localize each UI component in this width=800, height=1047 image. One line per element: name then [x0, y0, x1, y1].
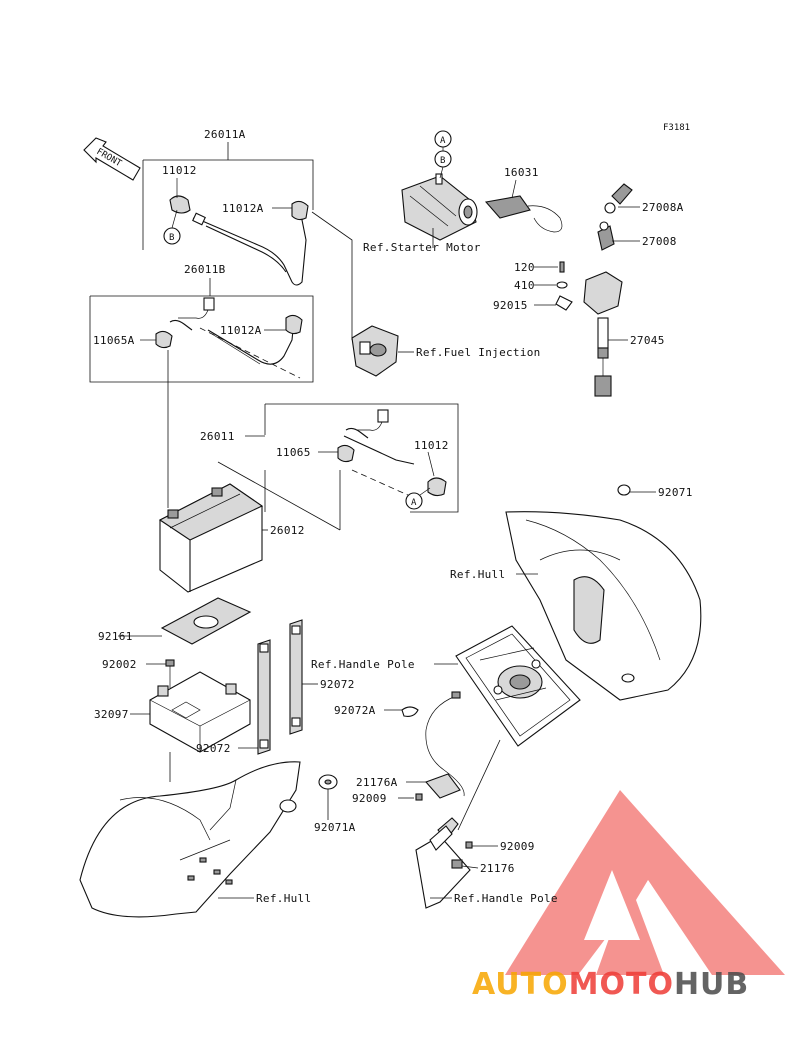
svg-text:A: A [411, 498, 417, 508]
callout-b-left: B [163, 227, 181, 245]
svg-text:B: B [440, 156, 445, 166]
figure-code: F3181 [663, 123, 690, 133]
label-92009-right: 92009 [500, 840, 535, 853]
watermark-part-moto: MOTO [569, 967, 674, 1002]
switch-27045 [555, 271, 623, 397]
label-92161: 92161 [98, 630, 133, 643]
hull-right [505, 484, 702, 701]
battery-cover-92161 [160, 597, 252, 645]
terminal-cap-11012-top [169, 195, 191, 214]
svg-text:A: A [440, 136, 446, 146]
label-11012A-top: 11012A [222, 202, 264, 215]
battery-26012 [158, 483, 264, 593]
label-21176A: 21176A [356, 776, 398, 789]
battery-tray-32097 [149, 671, 251, 753]
label-27008A: 27008A [642, 201, 684, 214]
label-26011: 26011 [200, 430, 235, 443]
cable-clamp-92072A [401, 706, 419, 717]
harness-26011A-group [142, 142, 314, 286]
key-27008 [597, 221, 615, 251]
label-11065A: 11065A [93, 334, 135, 347]
strap-92072-left [257, 639, 271, 755]
ref-starter-motor: Ref.Starter Motor [363, 241, 481, 254]
starter-motor [401, 173, 478, 241]
label-26011B: 26011B [184, 263, 226, 276]
label-92002: 92002 [102, 658, 137, 671]
label-26011A: 26011A [204, 128, 246, 141]
grommet-92071A [318, 774, 338, 790]
watermark-part-auto: AUTO [472, 967, 569, 1002]
hull-left [79, 761, 301, 918]
label-32097: 32097 [94, 708, 129, 721]
label-92071: 92071 [658, 486, 693, 499]
watermark-logo [505, 790, 785, 975]
callout-a-top: A [434, 130, 452, 148]
label-21176: 21176 [480, 862, 515, 875]
ref-handle-pole-bottom: Ref.Handle Pole [454, 892, 558, 905]
label-92015: 92015 [493, 299, 528, 312]
lanyard-16031 [484, 195, 563, 233]
svg-text:B: B [169, 233, 174, 243]
watermark-part-hub: HUB [674, 967, 749, 1002]
label-11012A-mid: 11012A [220, 324, 262, 337]
front-arrow-icon: FRONT [83, 137, 141, 181]
terminal-cap-11012A-top [291, 200, 309, 221]
callout-a-mid: A [405, 492, 423, 510]
label-410: 410 [514, 279, 535, 292]
label-120: 120 [514, 261, 535, 274]
ref-hull-left: Ref.Hull [256, 892, 311, 905]
label-11065: 11065 [276, 446, 311, 459]
ref-fuel-injection: Ref.Fuel Injection [416, 346, 541, 359]
handle-pole-plate [455, 625, 581, 747]
label-27045: 27045 [630, 334, 665, 347]
bracket-21176A [425, 773, 461, 799]
ref-handle-pole-top: Ref.Handle Pole [311, 658, 415, 671]
bolt-92009-right [465, 841, 473, 849]
watermark-text: AUTOMOTOHUB [472, 967, 749, 1002]
fuel-injection-bracket [351, 325, 399, 377]
label-92072A: 92072A [334, 704, 376, 717]
label-92072-right: 92072 [320, 678, 355, 691]
label-26012: 26012 [270, 524, 305, 537]
label-92071A: 92071A [314, 821, 356, 834]
bolt-92002 [165, 659, 175, 688]
label-27008: 27008 [642, 235, 677, 248]
label-11012-mid: 11012 [414, 439, 449, 452]
harness-26011-group [245, 403, 459, 513]
label-11012-top: 11012 [162, 164, 197, 177]
handle-pole-lower [415, 817, 471, 909]
bolt-92009-left [415, 793, 423, 801]
callout-b-top: B [434, 150, 452, 168]
harness-26011B-group [89, 278, 314, 383]
label-16031: 16031 [504, 166, 539, 179]
label-92009-left: 92009 [352, 792, 387, 805]
key-27008A [604, 183, 633, 214]
ref-hull-right: Ref.Hull [450, 568, 505, 581]
strap-92072-right [289, 619, 303, 735]
label-92072-left: 92072 [196, 742, 231, 755]
svg-text:AUTOMOTOHUB: AUTOMOTOHUB [472, 967, 749, 1002]
